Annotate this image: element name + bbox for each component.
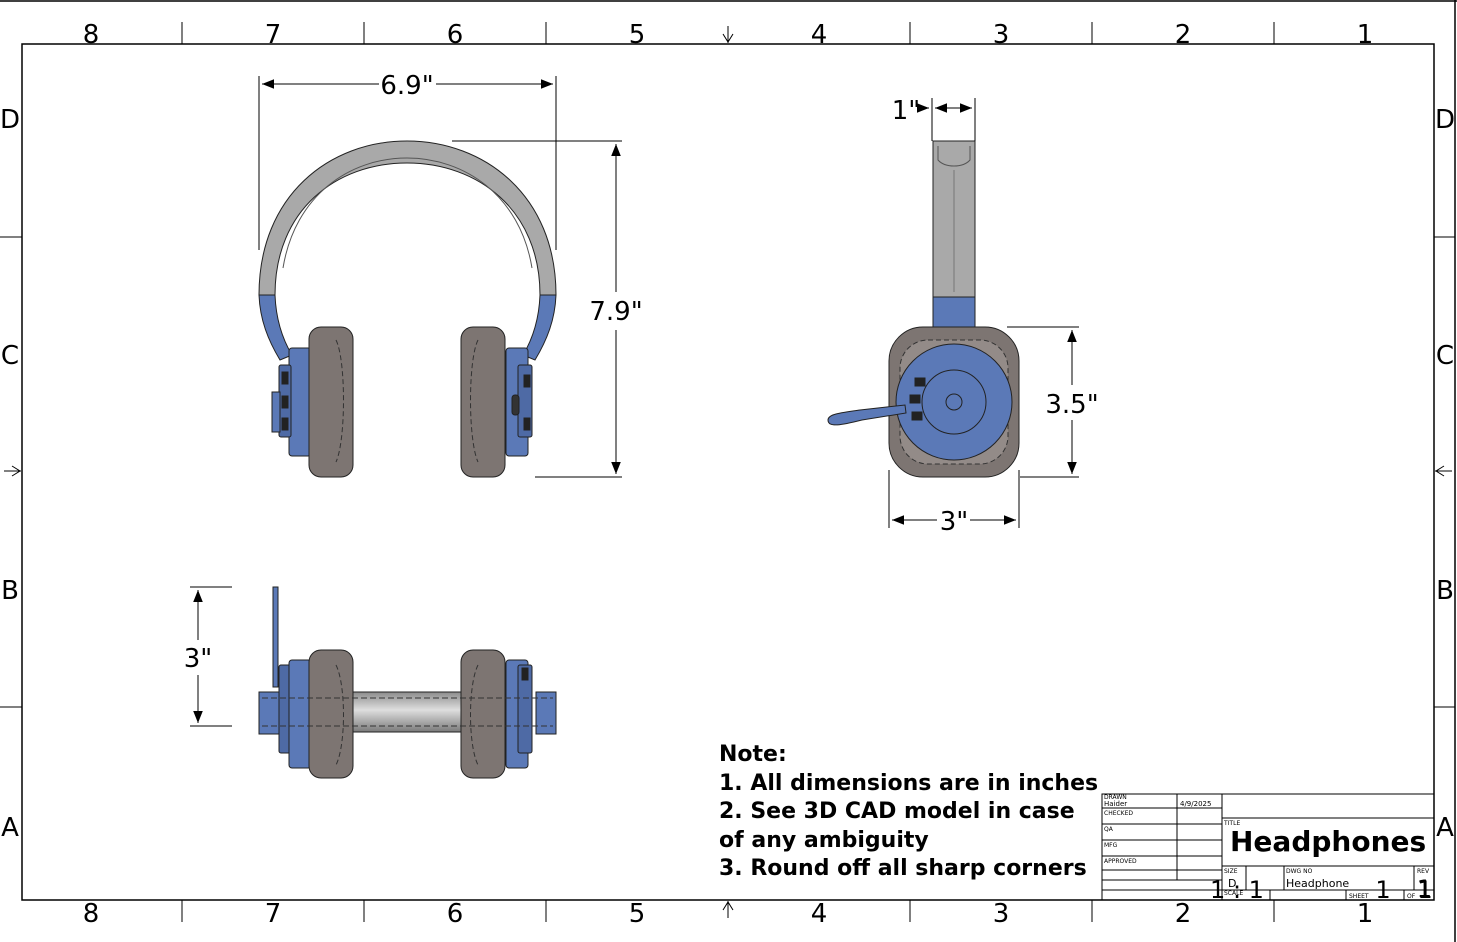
front-headband: [258, 140, 557, 296]
tb-drawn-label: DRAWN: [1104, 794, 1127, 801]
zone-col-label-top: 2: [1175, 20, 1192, 50]
zone-col-label-bottom: 5: [629, 899, 646, 929]
tb-of: 1: [1417, 876, 1432, 904]
front-cushion-right: [460, 326, 506, 478]
zone-col-label-top: 4: [811, 20, 828, 50]
zone-col-label-top: 6: [447, 20, 464, 50]
note-item: 2. See 3D CAD model in case of any ambig…: [719, 799, 1075, 853]
zone-col-label-bottom: 2: [1175, 899, 1192, 929]
tb-approved-label: APPROVED: [1104, 858, 1137, 865]
dim-side-depth: 1": [892, 96, 921, 126]
front-slider-right: [522, 294, 557, 361]
side-dimensions: [888, 98, 1079, 528]
title-block: DRAWN Haider 4/9/2025 CHECKED QA MFG APP…: [1101, 793, 1435, 904]
zone-row-label-right: D: [1435, 105, 1455, 135]
tb-title-label: TITLE: [1223, 820, 1240, 827]
drawing-notes: Note: 1. All dimensions are in inches 2.…: [719, 741, 1099, 884]
tb-title: Headphones: [1230, 825, 1426, 858]
dim-side-cup-width: 3": [940, 507, 969, 537]
tb-size-label: SIZE: [1224, 868, 1238, 875]
tb-drawn-date: 4/9/2025: [1180, 800, 1211, 808]
note-item: 3. Round off all sharp corners: [719, 856, 1087, 881]
top-cushion-left: [308, 649, 354, 779]
zone-row-label-left: B: [1, 576, 19, 606]
front-dimensions: [258, 76, 622, 478]
note-item: 1. All dimensions are in inches: [719, 770, 1099, 796]
tb-scale-label: SCALE: [1224, 890, 1243, 897]
top-view: [258, 586, 557, 779]
zone-col-label-bottom: 8: [83, 899, 100, 929]
zone-col-label-bottom: 3: [993, 899, 1010, 929]
tb-checked-label: CHECKED: [1104, 810, 1133, 817]
dim-side-cup-height: 3.5": [1045, 390, 1098, 420]
zone-col-label-top: 3: [993, 20, 1010, 50]
tb-dwg-no: Headphone: [1286, 877, 1349, 890]
side-cup: [895, 343, 1013, 461]
front-cushion-left: [308, 326, 354, 478]
zone-col-label-bottom: 4: [811, 899, 828, 929]
side-mic-boom: [827, 404, 907, 426]
zone-col-label-bottom: 7: [265, 899, 282, 929]
top-dimensions: [190, 586, 232, 727]
front-slider-left: [258, 294, 293, 361]
tb-of-label: OF: [1407, 893, 1416, 900]
zone-col-label-top: 1: [1357, 20, 1374, 50]
front-view: [258, 140, 557, 478]
zone-row-label-left: A: [1, 813, 19, 843]
tb-size: D: [1228, 877, 1236, 890]
zone-col-label-top: 5: [629, 20, 646, 50]
tb-drawn-by: Haider: [1104, 800, 1127, 808]
tb-mfg-label: MFG: [1104, 842, 1118, 849]
zone-row-label-right: B: [1436, 576, 1454, 606]
dim-front-width: 6.9": [380, 71, 433, 101]
zone-col-label-bottom: 6: [447, 899, 464, 929]
tb-rev: 1: [1417, 875, 1432, 903]
side-view: [827, 140, 1020, 478]
tb-sheet: 1: [1375, 876, 1390, 904]
notes-heading: Note:: [719, 742, 787, 767]
zone-col-label-top: 8: [83, 20, 100, 50]
top-cushion-right: [460, 649, 506, 779]
zone-col-label-top: 7: [265, 20, 282, 50]
zone-row-label-right: A: [1436, 813, 1454, 843]
tb-scale: 1 : 1: [1210, 876, 1264, 904]
tb-rev-label: REV: [1417, 868, 1430, 875]
dim-front-height: 7.9": [589, 297, 642, 327]
zone-labels: 8 7 6 5 4 3 2 1 8 7 6 5 4 3 2 1 D C B A …: [0, 20, 1455, 929]
zone-row-label-left: C: [1, 341, 19, 371]
zone-row-label-right: C: [1436, 341, 1454, 371]
centering-marks: [4, 26, 1452, 918]
tb-qa-label: QA: [1104, 826, 1114, 833]
zone-col-label-bottom: 1: [1357, 899, 1374, 929]
tb-dwg-no-label: DWG NO: [1286, 868, 1313, 875]
tb-sheet-label: SHEET: [1349, 893, 1369, 900]
zone-row-label-left: D: [0, 105, 20, 135]
dim-top-depth: 3": [184, 644, 213, 674]
